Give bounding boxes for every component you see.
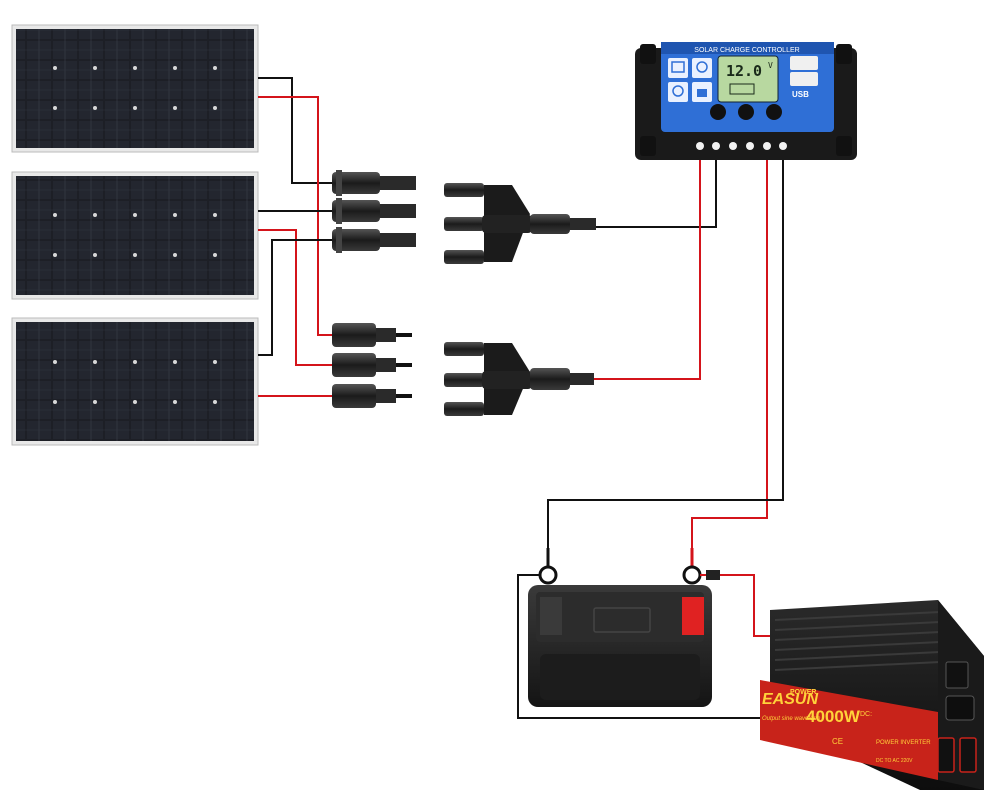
settings-icon — [696, 61, 708, 73]
controller-terminals — [696, 142, 787, 150]
controller-mode-icons — [668, 58, 712, 102]
clock-icon — [672, 85, 684, 97]
inverter-brand: EASUN — [762, 691, 818, 708]
solar-panel-1 — [11, 24, 259, 153]
controller-up-button[interactable] — [738, 104, 754, 120]
controller-menu-button[interactable] — [710, 104, 726, 120]
inverter-subtitle: Output sine waveform — [762, 716, 820, 722]
inverter-input-label: DC TO AC 220V — [876, 758, 913, 764]
controller-lcd — [717, 55, 779, 103]
solar-charge-controller: 12.0 V USB SOLAR CHARGE CONTROLLER — [635, 42, 857, 160]
panel-icon — [671, 61, 685, 73]
solar-panel-3 — [11, 317, 259, 446]
branch-connector-negative — [444, 183, 596, 264]
battery-icon — [729, 83, 755, 95]
inverter-dc-terminal-positive — [959, 737, 977, 773]
controller-title: SOLAR CHARGE CONTROLLER — [694, 47, 799, 54]
battery-negative-terminal — [540, 597, 562, 635]
usb-port-1 — [790, 56, 818, 70]
panel-wires — [258, 77, 335, 397]
usb-label: USB — [792, 90, 809, 99]
inverter-display — [945, 661, 969, 689]
inverter-cert-marks: CE — [832, 737, 843, 746]
battery-negative-lug — [538, 548, 558, 585]
inverter-brand-sub: POWER — [790, 689, 816, 696]
inverter-dc-label: DC: — [860, 711, 872, 718]
lock-icon — [697, 89, 707, 97]
battery — [517, 548, 770, 719]
mc4-connectors-positive — [332, 323, 412, 408]
usb-port-2 — [790, 72, 818, 86]
lcd-unit: V — [768, 61, 773, 70]
mc4-connectors-negative — [332, 170, 416, 253]
inverter-dc-terminal-negative — [937, 737, 955, 773]
inverter-product-label: POWER INVERTER — [876, 740, 931, 746]
power-inverter: EASUN POWER 4000W Output sine waveform D… — [760, 600, 984, 790]
controller-down-button[interactable] — [766, 104, 782, 120]
battery-positive-lug — [682, 548, 702, 585]
battery-positive-terminal — [682, 597, 704, 635]
controller-wires — [547, 160, 784, 548]
solar-panel-2 — [11, 171, 259, 300]
branch-connector-positive — [444, 342, 594, 416]
inverter-ac-outlet — [945, 695, 975, 721]
inverter-power-rating: 4000W — [806, 707, 861, 726]
lcd-reading: 12.0 — [726, 62, 762, 80]
